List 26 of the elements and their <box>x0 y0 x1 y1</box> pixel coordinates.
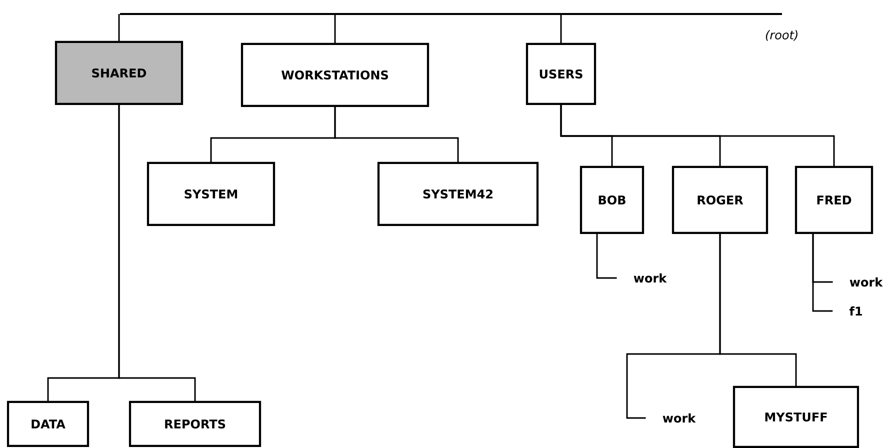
leaf-label: work <box>634 273 667 283</box>
tree-line <box>118 104 196 402</box>
tree-line <box>334 106 459 163</box>
folder-box: ROGER <box>672 166 768 234</box>
leaf-label: work <box>662 413 696 423</box>
folder-box: MYSTUFF <box>732 386 860 448</box>
folder-box: BOB <box>580 166 644 234</box>
tree-line <box>812 233 833 312</box>
folder-box: FRED <box>794 166 874 234</box>
folder-box: REPORTS <box>128 400 262 448</box>
tree-line <box>719 233 797 387</box>
folder-box: WORKSTATIONS <box>240 42 430 108</box>
folder-box: SHARED <box>54 40 184 106</box>
tree-line <box>596 233 617 279</box>
folder-box: SYSTEM <box>146 162 276 226</box>
tree-line <box>560 104 835 167</box>
root-label: (root) <box>766 30 798 41</box>
tree-line <box>334 14 336 44</box>
leaf-label: work <box>850 277 883 287</box>
leaf-label: f1 <box>849 306 862 316</box>
tree-line <box>118 14 120 42</box>
root-line <box>120 13 782 15</box>
tree-line <box>560 14 562 44</box>
folder-box: DATA <box>6 400 90 448</box>
folder-box: SYSTEM42 <box>377 162 539 226</box>
folder-box: USERS <box>526 42 596 106</box>
